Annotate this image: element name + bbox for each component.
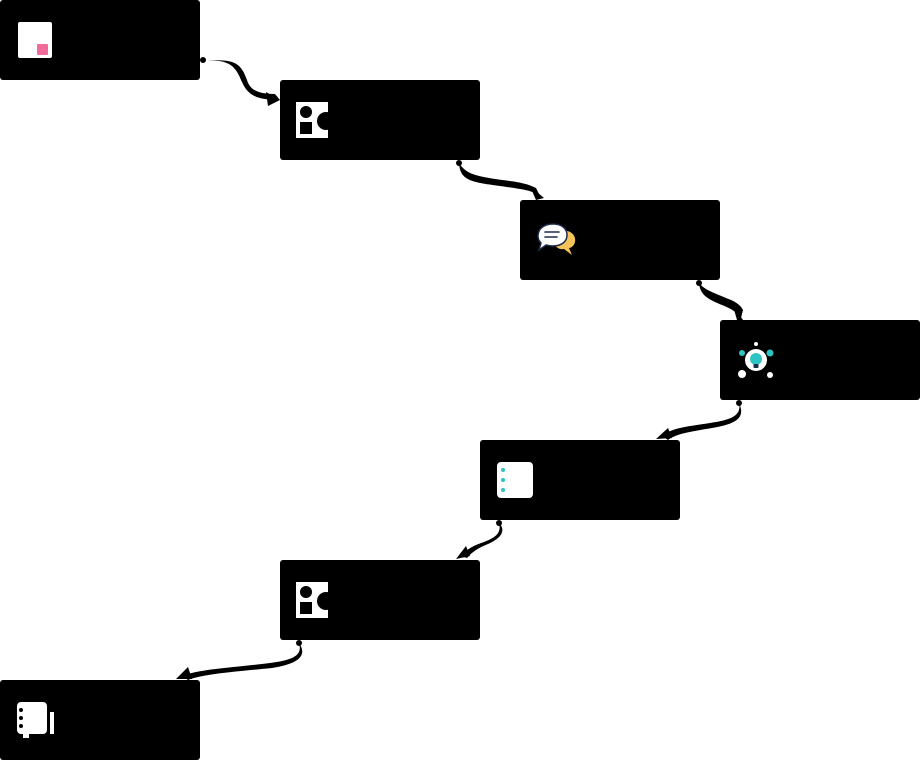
connector-2-3 (456, 160, 544, 200)
flow-node-2[interactable] (280, 80, 480, 160)
flow-node-3[interactable] (520, 200, 720, 280)
chat-bubbles-icon (537, 223, 576, 255)
shapes-icon (296, 582, 335, 618)
flow-node-4[interactable] (720, 320, 920, 400)
flow-node-5[interactable] (480, 440, 680, 520)
connector-6-7 (176, 640, 303, 680)
flow-node-1[interactable] (0, 0, 200, 80)
lightbulb-network-icon (738, 342, 774, 378)
shapes-icon (296, 102, 335, 138)
connector-4-5 (656, 400, 742, 440)
flow-node-6[interactable] (280, 560, 480, 640)
connector-5-6 (456, 520, 503, 559)
connector-1-2 (200, 57, 280, 106)
connector-3-4 (696, 280, 743, 320)
notebook-icon (17, 702, 54, 738)
flow-node-7[interactable] (0, 680, 200, 760)
checklist-card-icon (497, 462, 533, 498)
document-pink-icon (18, 22, 52, 58)
